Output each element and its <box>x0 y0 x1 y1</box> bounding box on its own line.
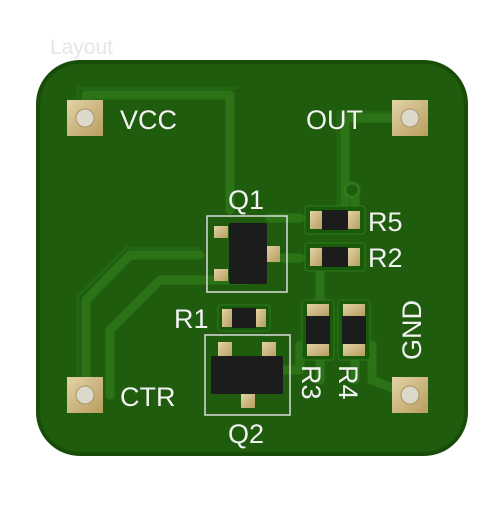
resistor-r1 <box>217 304 271 332</box>
label-ctr: CTR <box>120 382 176 412</box>
via <box>343 181 361 199</box>
pad-gnd <box>392 377 428 413</box>
resistor-r4 <box>337 299 371 361</box>
label-r3: R3 <box>296 365 326 400</box>
layout-title: Layout <box>50 36 114 59</box>
label-vcc: VCC <box>120 105 177 135</box>
pad-ctr <box>67 377 103 413</box>
label-r4: R4 <box>333 365 363 400</box>
label-r1: R1 <box>174 304 209 334</box>
pad-out <box>392 100 428 136</box>
resistor-r5 <box>304 205 366 235</box>
resistor-r2 <box>304 242 366 272</box>
label-q1: Q1 <box>228 185 264 215</box>
pad-vcc <box>67 100 103 136</box>
label-r2: R2 <box>368 243 403 273</box>
transistor-q2 <box>204 334 291 416</box>
label-q2: Q2 <box>228 419 264 449</box>
label-out: OUT <box>306 105 363 135</box>
label-gnd: GND <box>397 300 427 360</box>
transistor-q1 <box>206 215 288 293</box>
resistor-r3 <box>301 299 335 361</box>
label-r5: R5 <box>368 207 403 237</box>
